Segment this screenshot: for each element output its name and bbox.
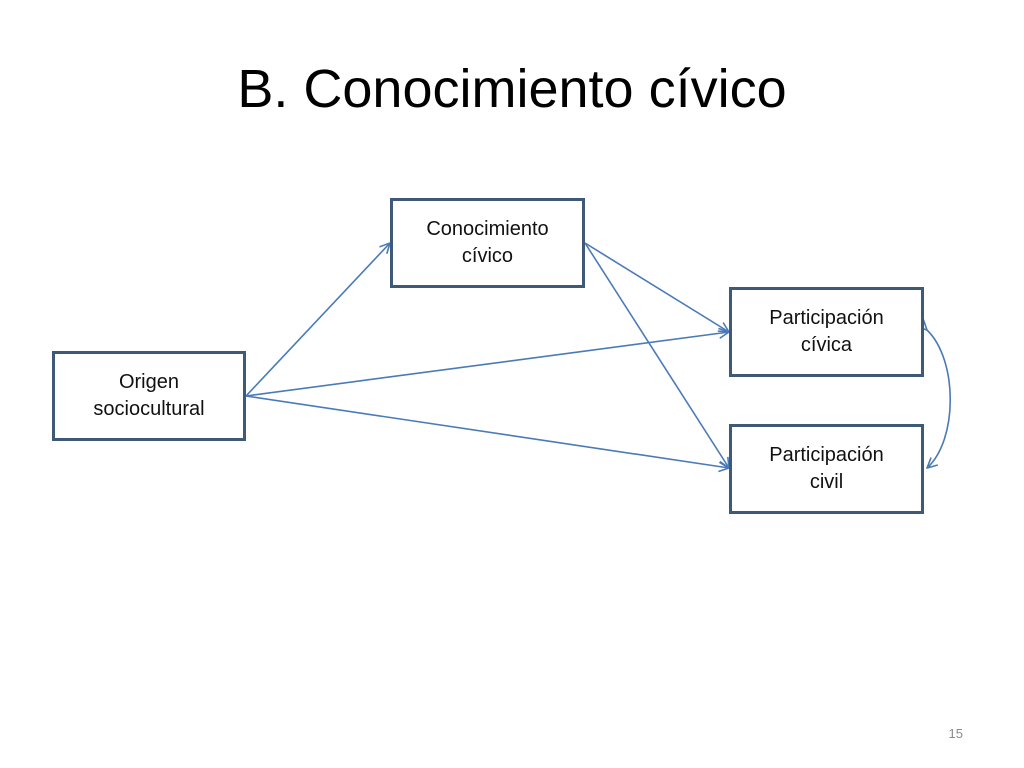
edge-origen-civil — [245, 395, 729, 468]
node-origen-sociocultural: Origen sociocultural — [52, 351, 246, 441]
node-participacion-civica: Participación cívica — [729, 287, 924, 377]
node-conocimiento-civico: Conocimiento cívico — [390, 198, 585, 288]
edge-origen-civica — [245, 332, 729, 397]
edge-conocimiento-civil — [584, 242, 729, 468]
node-conocimiento-label: Conocimiento cívico — [426, 218, 549, 267]
edge-origen-conocimiento — [245, 243, 390, 397]
node-participacion-civil: Participación civil — [729, 424, 924, 514]
edge-conocimiento-civica — [584, 242, 729, 332]
node-origen-label: Origen sociocultural — [93, 371, 205, 420]
slide-title: B. Conocimiento cívico — [237, 59, 787, 119]
node-civil-label: Participación civil — [769, 444, 884, 493]
node-civica-label: Participación cívica — [769, 307, 884, 356]
edge-civica-civil-correlation — [927, 330, 951, 468]
page-number: 15 — [948, 726, 963, 741]
